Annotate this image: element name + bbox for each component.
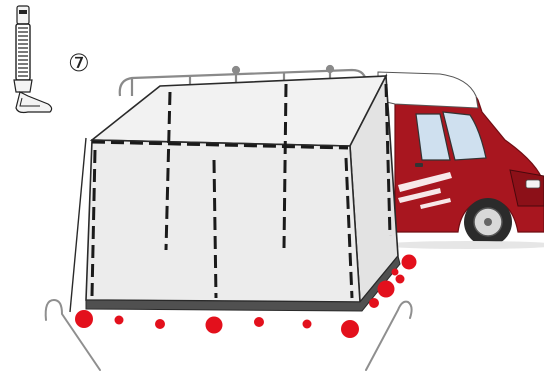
zip-line-panel-2	[214, 160, 216, 298]
zip-line-panel-3	[284, 84, 286, 248]
peg-point-marker-icon	[392, 269, 399, 276]
peg-point-marker-icon	[303, 320, 312, 329]
zipper-pull-icon	[14, 6, 52, 113]
tent-guy-line	[70, 138, 86, 312]
tent-peg-icon	[366, 302, 412, 370]
motorhome	[378, 72, 544, 249]
headlight	[526, 180, 540, 188]
peg-point-marker-icon	[75, 310, 93, 328]
awning-tent	[70, 76, 400, 312]
door-handle	[415, 163, 423, 167]
peg-point-marker-icon	[115, 316, 124, 325]
peg-point-marker-icon	[341, 320, 359, 338]
peg-point-marker-icon	[378, 281, 395, 298]
step-number: ⑦	[68, 49, 90, 77]
peg-point-marker-icon	[254, 317, 264, 327]
motorhome-roof	[378, 72, 478, 108]
peg-point-marker-icon	[369, 298, 379, 308]
vehicle-shadow	[380, 241, 544, 249]
peg-point-marker-icon	[396, 275, 405, 284]
tent-roof-panel	[92, 76, 386, 146]
peg-point-marker-icon	[402, 255, 417, 270]
peg-point-marker-icon	[206, 317, 223, 334]
tent-peg-icon	[46, 300, 100, 370]
front-wheel	[464, 198, 512, 246]
peg-point-marker-icon	[155, 319, 165, 329]
tent-front-panel	[86, 140, 360, 302]
